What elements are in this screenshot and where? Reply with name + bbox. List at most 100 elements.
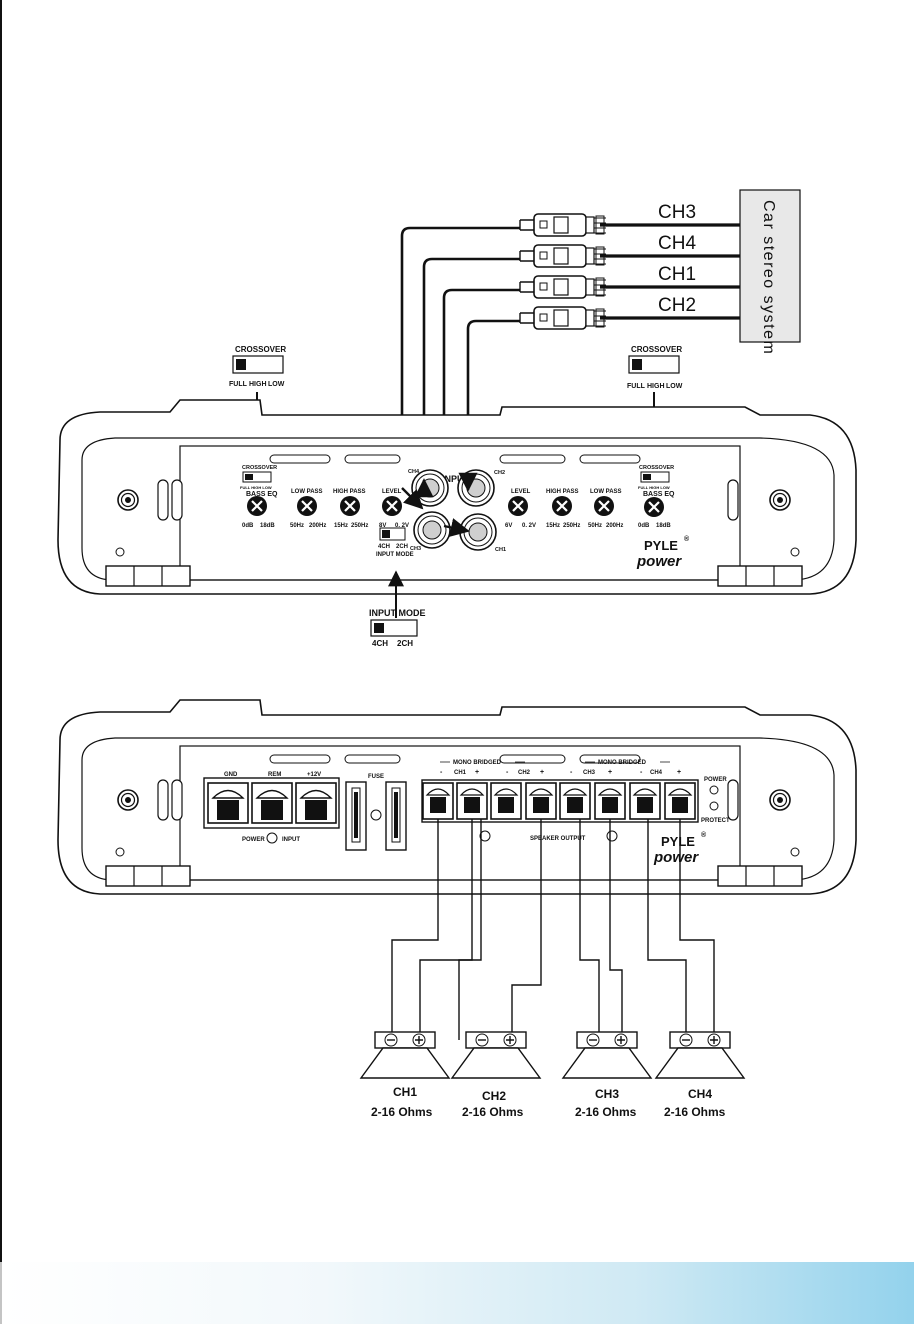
rca-cable-bundle: CH3 CH4 CH1 CH2 [400,202,740,526]
crossover-label-right: CROSSOVER [639,465,674,471]
speaker-ch2-label: CH2 [482,1089,506,1103]
rear-fuse-section: FUSE [345,774,407,851]
rca-label-ch1: CH1 [495,547,506,553]
gnd-terminal-icon [207,782,249,824]
output-plus-4: + [677,769,681,776]
crossover-pos-high: HIGH [249,381,267,388]
crossover-pos-full: FULL [229,381,248,388]
ch3-plus-terminal-icon [594,782,626,820]
output-plus-2: + [540,769,544,776]
cable-label-ch4: CH4 [658,233,696,254]
input-mode-callout: INPUT MODE 4CH 2CH [369,570,426,648]
output-plus-1: + [475,769,479,776]
bass-eq-knob-left-icon [245,494,269,518]
protect-led-label: PROTECT [701,818,730,824]
low-pass-label-left: LOW PASS [291,489,323,495]
speaker-ch3: CH3 2-16 Ohms [561,1031,653,1119]
low-pass-label-right: LOW PASS [590,489,622,495]
low-pass-knob-right-icon [592,494,616,518]
output-plus-3: + [608,769,612,776]
speaker-ch1-impedance: 2-16 Ohms [371,1105,433,1119]
crossover-pos-high: HIGH [647,383,665,390]
output-minus-1: - [440,769,443,776]
rca-jack-ch1-icon [459,513,497,551]
bass-eq-max-right: 18dB [656,523,671,529]
high-pass-min-left: 15Hz [334,523,348,529]
bass-eq-min-right: 0dB [638,523,650,529]
speaker-ch4-label: CH4 [688,1087,712,1101]
decorative-footer-band [0,1262,914,1324]
input-label: INPUT [442,474,470,484]
crossover-callout-right: CROSSOVER FULL HIGH LOW [627,345,683,464]
speaker-ch3-impedance: 2-16 Ohms [575,1105,637,1119]
terminal-label-12v: +12V [307,772,321,778]
brand-logo-rear: PYLE ® power [653,831,707,866]
speaker-ch4-impedance: 2-16 Ohms [664,1105,726,1119]
rca-label-ch3: CH3 [410,546,421,552]
rem-terminal-icon [251,782,293,824]
low-pass-knob-left-icon [295,494,319,518]
ch2-minus-terminal-icon [490,782,522,820]
brand-logo-top-rear: PYLE [661,834,695,849]
mono-bridged-label-1: MONO BRIDGED [453,760,502,766]
speaker-ch2-impedance: 2-16 Ohms [462,1105,524,1119]
input-mode-label: INPUT MODE [376,552,414,558]
bass-eq-max-left: 18dB [260,523,275,529]
car-stereo-label: Car stereo system [760,200,777,355]
high-pass-label-right: HIGH PASS [546,489,579,495]
output-label-ch4: CH4 [650,770,663,776]
high-pass-knob-right-icon [550,494,574,518]
crossover-pos-low: LOW [666,383,683,390]
amplifier-front-panel: CROSSOVER FULL HIGH LOW BASS EQ 0dB 18dB… [58,400,856,594]
crossover-pos-low: LOW [268,381,285,388]
high-pass-knob-left-icon [338,494,362,518]
speaker-ch4: CH4 2-16 Ohms [654,1031,746,1119]
level-knob-left-icon [380,494,404,518]
power-input-label-2: INPUT [282,837,300,843]
power-led-label: POWER [704,777,727,783]
ch2-plus-terminal-icon [525,782,557,820]
ch4-plus-terminal-icon [664,782,696,820]
speaker-ch2: CH2 2-16 Ohms [450,1031,542,1119]
output-minus-4: - [640,769,643,776]
page-left-border [0,0,2,1324]
level-min-right: 6V [505,523,512,529]
bass-eq-min-left: 0dB [242,523,254,529]
rca-input-section: INPUT CH4 CH2 CH3 CH1 4CH 2CH INPUT MODE [376,469,506,558]
output-minus-2: - [506,769,509,776]
rca-jack-ch2-icon [457,469,495,507]
speaker-ch3-label: CH3 [595,1087,619,1101]
cable-label-ch3: CH3 [658,202,696,223]
mono-bridged-label-2: MONO BRIDGED [598,760,647,766]
level-max-right: 0. 2V [522,523,536,529]
input-mode-4ch: 4CH [378,544,390,550]
12v-terminal-icon [295,782,337,824]
output-label-ch3: CH3 [583,770,596,776]
rca-label-ch4: CH4 [408,469,420,475]
speaker-ch1: CH1 2-16 Ohms [359,1031,451,1119]
bass-eq-label-left: BASS EQ [246,491,278,498]
level-max-left: 0. 2V [395,523,409,529]
front-right-controls: LEVEL 6V 0. 2V HIGH PASS 15Hz 250Hz LOW … [505,465,675,529]
output-label-ch2: CH2 [518,770,531,776]
bass-eq-knob-right-icon [642,495,666,519]
power-input-label: POWER [242,837,265,843]
low-pass-max-left: 200Hz [309,523,326,529]
crossover-pos-full: FULL [627,383,646,390]
speaker-output-label: SPEAKER OUTPUT [530,836,586,842]
crossover-callout-title: CROSSOVER [631,345,682,354]
ch1-plus-terminal-icon [456,782,488,820]
rear-speaker-outputs: MONO BRIDGED MONO BRIDGED CH1 CH2 CH3 CH… [421,760,730,842]
rca-jack-ch3-icon [413,511,451,549]
speaker-ch1-label: CH1 [393,1085,417,1099]
input-mode-callout-4ch: 4CH [372,639,388,648]
level-min-left: 8V [379,523,386,529]
brand-logo-bottom: power [636,553,682,570]
input-mode-callout-title: INPUT MODE [369,608,426,618]
brand-logo-bottom-rear: power [653,849,699,866]
input-mode-callout-2ch: 2CH [397,639,413,648]
ch1-minus-terminal-icon [422,782,454,820]
low-pass-min-left: 50Hz [290,523,304,529]
front-left-controls: CROSSOVER FULL HIGH LOW BASS EQ 0dB 18dB… [240,465,409,529]
